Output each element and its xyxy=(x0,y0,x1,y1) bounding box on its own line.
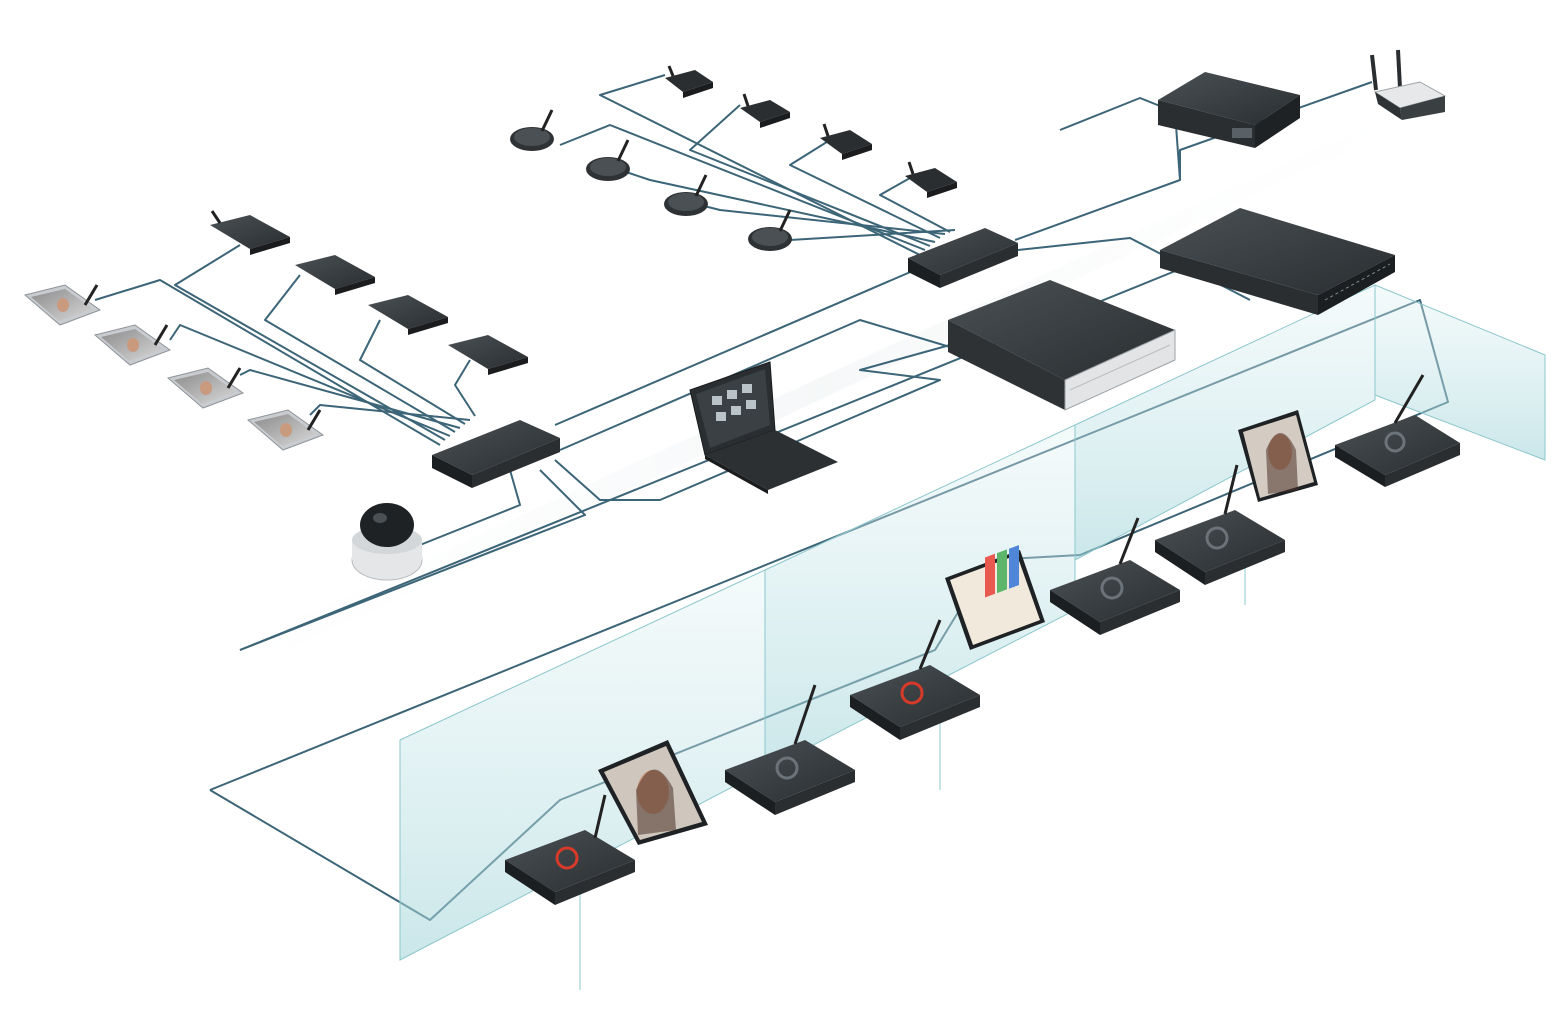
wireless-mic-unit xyxy=(448,335,528,375)
gooseneck-delegate-units xyxy=(510,109,792,251)
console-unit xyxy=(1335,374,1460,487)
cable-camera xyxy=(419,469,521,546)
cable-left-fan-2 xyxy=(174,244,446,441)
tablet-mic-unit xyxy=(93,324,172,366)
server-unit-top xyxy=(1158,72,1300,148)
cable-left-fan-3 xyxy=(169,324,451,437)
network-hub-top xyxy=(908,228,1018,288)
cable-top-fan-1 xyxy=(599,74,921,256)
touchscreen-delegate-units xyxy=(23,284,325,451)
console-unit xyxy=(1155,464,1285,585)
cable-top-fan-5 xyxy=(789,139,941,239)
laptop-pc xyxy=(689,361,838,494)
cable-left-fan-4 xyxy=(264,274,456,433)
glass-panel-3 xyxy=(1074,284,1376,561)
table-display-screens xyxy=(598,410,1318,845)
flat-mic-unit xyxy=(586,139,630,181)
glass-panel-4 xyxy=(1374,284,1546,461)
console-unit xyxy=(850,619,980,740)
cable-hub-link xyxy=(554,269,916,426)
cable-server-top xyxy=(1059,97,1181,181)
cable-top-fan-3 xyxy=(689,104,931,247)
floor-band xyxy=(120,60,1520,720)
flat-mic-unit xyxy=(664,174,708,216)
wireless-mic-unit xyxy=(295,255,375,295)
dome-camera xyxy=(351,503,423,581)
display-screen-woman-small xyxy=(1238,410,1318,502)
cable-top-fan-7 xyxy=(879,177,951,233)
console-unit xyxy=(505,794,635,905)
cable-top-fan-4 xyxy=(619,169,936,243)
wireless-access-point xyxy=(1370,49,1447,120)
tablet-mic-unit xyxy=(23,284,102,326)
tablet-mic-unit xyxy=(166,367,245,409)
cable-lower-left xyxy=(239,469,586,651)
glass-partitions xyxy=(399,284,1546,990)
console-unit xyxy=(725,684,855,815)
tablet-mic-unit xyxy=(246,409,325,451)
flat-mic-unit xyxy=(510,109,554,151)
wireless-mic-unit xyxy=(905,161,957,198)
wireless-discussion-units xyxy=(210,65,957,375)
cable-left-fan-8 xyxy=(454,359,476,417)
flat-mic-unit xyxy=(748,209,792,251)
wireless-mic-unit xyxy=(368,295,448,335)
cable-left-fan-7 xyxy=(309,404,471,421)
table-delegate-consoles xyxy=(505,374,1460,905)
cable-top-fan-8 xyxy=(780,229,956,241)
rack-switch xyxy=(1160,208,1395,315)
wireless-mic-unit xyxy=(665,65,713,98)
display-screen-woman-large xyxy=(598,740,708,845)
cable-left-fan-1 xyxy=(94,279,441,446)
cable-top-fan-2 xyxy=(559,124,926,251)
console-unit xyxy=(1050,517,1180,635)
cable-left-fan-6 xyxy=(359,319,466,425)
cable-ccu-link xyxy=(559,319,961,451)
cable-left-fan-5 xyxy=(239,369,461,429)
wireless-mic-unit xyxy=(740,93,790,128)
wireless-mic-unit xyxy=(820,123,872,160)
network-hub-left xyxy=(432,420,560,488)
glass-panel-1 xyxy=(399,569,766,961)
central-control-unit xyxy=(948,280,1176,411)
cable-laptop-ccu xyxy=(554,344,951,501)
display-screen-chart xyxy=(945,545,1045,650)
wireless-mic-unit xyxy=(210,210,290,255)
